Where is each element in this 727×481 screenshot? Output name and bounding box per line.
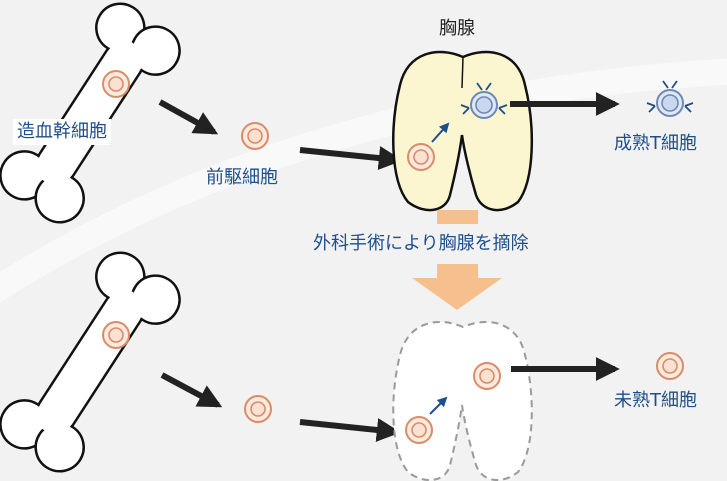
- label-thymus: 胸腺: [439, 18, 475, 39]
- cell-icon: [473, 362, 501, 390]
- arrow-to-removed-thymus: [299, 418, 401, 442]
- cell-icon: [405, 416, 433, 444]
- maturation-arrow: [431, 122, 450, 143]
- cell-icon: [656, 352, 684, 380]
- thymus-icon: [392, 50, 534, 212]
- label-hematopoietic-stem-cell: 造血幹細胞: [13, 119, 111, 145]
- label-thymectomy: 外科手術により胸腺を摘除: [313, 233, 529, 254]
- removed-thymus-icon: [392, 320, 533, 481]
- down-arrow-icon: [412, 264, 502, 310]
- cell-icon: [102, 70, 130, 98]
- arrow-to-precursor-2: [160, 372, 223, 408]
- cell-icon: [244, 395, 272, 423]
- arrow-to-precursor: [158, 99, 219, 135]
- label-precursor-cell: 前駆細胞: [206, 167, 278, 188]
- cell-icon: [241, 122, 269, 150]
- cell-icon: [407, 143, 435, 171]
- arrow-to-thymus: [299, 146, 403, 170]
- thymus-lobe-divider: [461, 56, 464, 89]
- label-mature-t-cell: 成熟T細胞: [614, 133, 697, 154]
- maturation-arrow-2: [429, 396, 448, 415]
- cell-icon: [102, 321, 130, 349]
- down-arrow-shaft-top: [437, 210, 478, 224]
- label-immature-t-cell: 未熟T細胞: [614, 390, 697, 411]
- background-swoosh: [0, 58, 727, 303]
